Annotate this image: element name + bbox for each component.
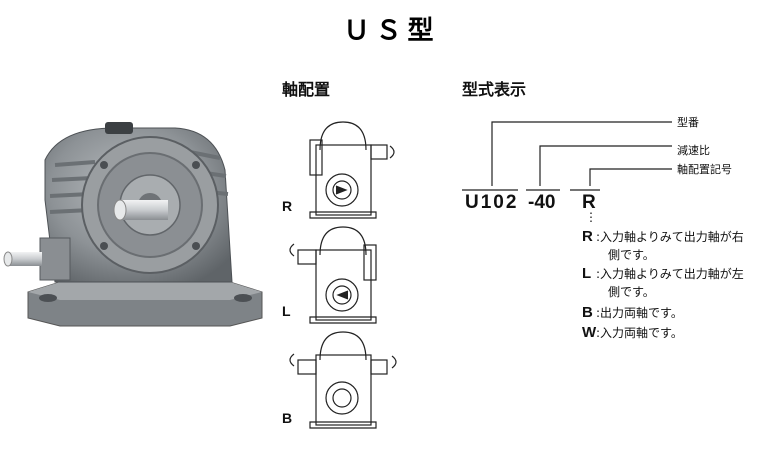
legend-item-r: R:入力軸よりみて出力軸が右 bbox=[582, 228, 744, 246]
legend-separator: : bbox=[596, 306, 601, 320]
code-reduction-ratio: -40 bbox=[528, 192, 556, 213]
legend-key: W bbox=[582, 324, 597, 341]
arrangement-label-b: B bbox=[282, 410, 293, 426]
arrangement-diagram-b bbox=[289, 331, 397, 429]
legend-item-w: W:入力両軸です。 bbox=[582, 324, 683, 342]
legend-key: R bbox=[582, 228, 593, 245]
arrangement-diagram-l bbox=[289, 226, 377, 324]
output-shaft bbox=[113, 199, 168, 221]
input-shaft bbox=[3, 237, 71, 281]
arrangement-label-l: L bbox=[282, 303, 291, 319]
legend-item-l-continued: 側です。 bbox=[608, 285, 655, 299]
code-ellipsis: ⋮ bbox=[585, 210, 597, 224]
legend-key: B bbox=[582, 304, 593, 321]
legend-text: 入力両軸です。 bbox=[600, 326, 683, 340]
legend-text: 入力軸よりみて出力軸が左 bbox=[600, 267, 744, 281]
type-designation-heading: 型式表示 bbox=[462, 80, 527, 99]
legend-item-r-continued: 側です。 bbox=[608, 248, 655, 262]
legend-separator: : bbox=[596, 230, 601, 244]
code-model-number: U102 bbox=[465, 192, 519, 213]
page-title: ＵＳ型 bbox=[343, 16, 440, 46]
callout-model-number: 型番 bbox=[677, 116, 699, 129]
legend-item-b: B:出力両軸です。 bbox=[582, 304, 683, 322]
legend-separator: : bbox=[596, 267, 601, 281]
callout-reduction-ratio: 減速比 bbox=[677, 144, 710, 157]
legend-item-l: L:入力軸よりみて出力軸が左 bbox=[582, 265, 744, 283]
legend-text: 出力両軸です。 bbox=[600, 306, 683, 320]
reducer-base bbox=[27, 281, 263, 327]
shaft-arrangement-heading: 軸配置 bbox=[282, 80, 331, 99]
callout-arrangement-symbol: 軸配置記号 bbox=[677, 163, 732, 176]
legend-text: 入力軸よりみて出力軸が右 bbox=[600, 230, 744, 244]
legend-separator: : bbox=[596, 326, 601, 340]
code-arrangement-symbol: R bbox=[582, 192, 596, 213]
legend-key: L bbox=[582, 265, 592, 282]
arrangement-label-r: R bbox=[282, 198, 293, 214]
arrangement-diagram-r bbox=[309, 121, 395, 219]
